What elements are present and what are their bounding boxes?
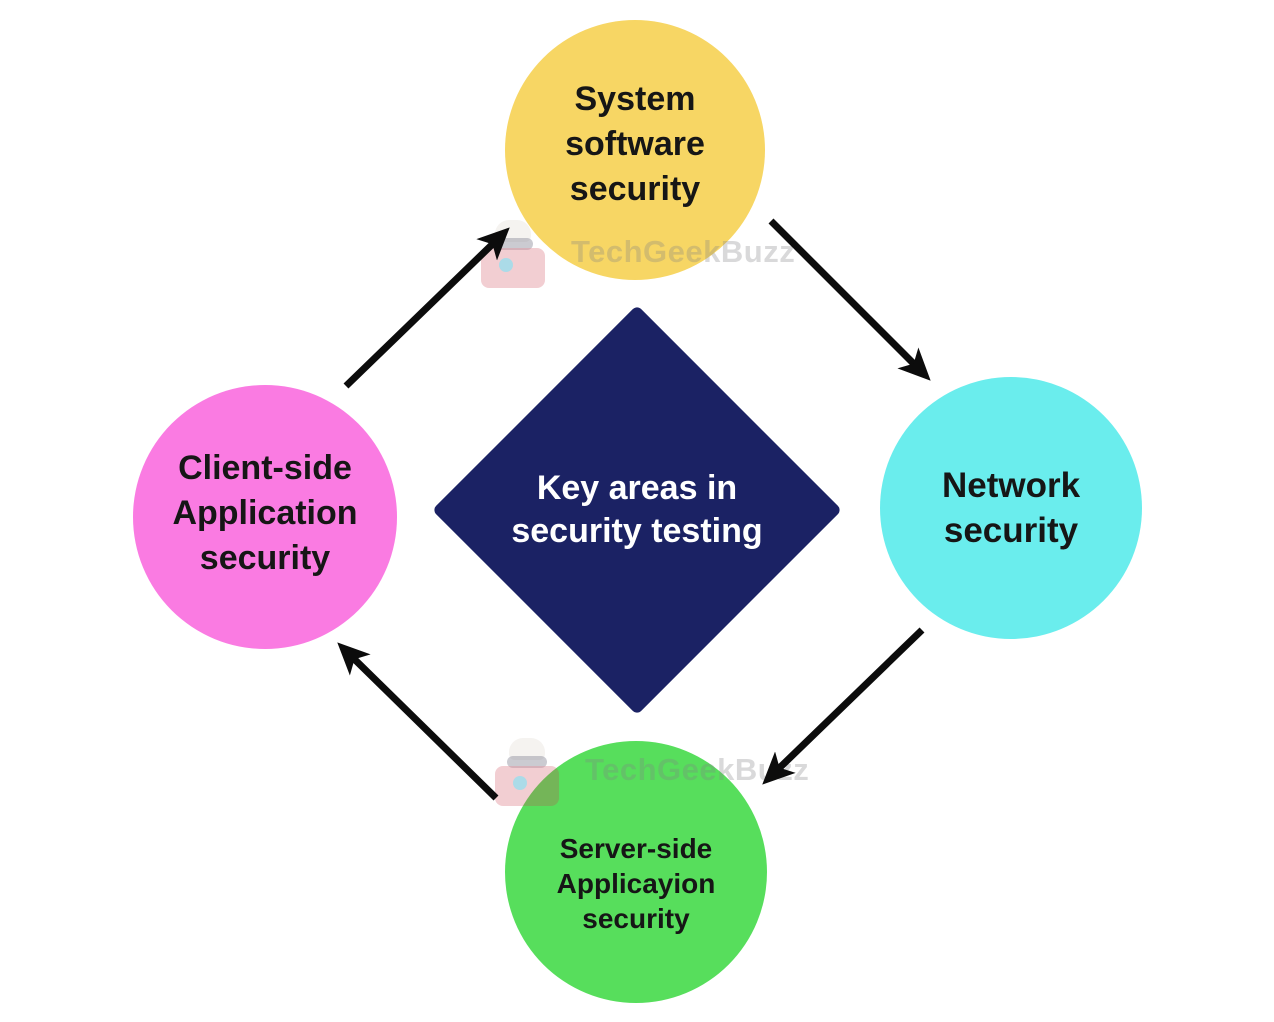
logo-band-shape — [507, 756, 547, 768]
node-label-system-software-security: System software security — [565, 79, 705, 208]
watermark-text: TechGeekBuzz — [571, 234, 796, 269]
node-client-side-application-security: Client-side Application security — [133, 385, 397, 649]
node-label-client-side-application-security: Client-side Application security — [172, 448, 358, 577]
techgeekbuzz-logo-icon — [495, 738, 559, 806]
node-system-software-security: System software security — [505, 20, 765, 280]
diagram-title: Key areas in security testing — [511, 469, 763, 550]
logo-hat-shape — [509, 738, 545, 760]
techgeekbuzz-logo-icon — [481, 220, 545, 288]
node-label-network-security: Network security — [941, 466, 1081, 550]
center-diamond: Key areas in security testing — [431, 304, 843, 716]
watermark-top: TechGeekBuzz — [481, 220, 795, 288]
node-label-server-side-application-security: Server-side Applicayion security — [556, 832, 716, 934]
logo-dot-shape — [499, 258, 513, 272]
node-server-side-application-security: Server-side Applicayion security — [505, 741, 767, 1003]
logo-dot-shape — [513, 776, 527, 790]
arrow-bottom-to-left-icon — [337, 642, 499, 801]
watermark-bottom: TechGeekBuzz — [495, 738, 809, 806]
logo-body-shape — [495, 766, 559, 806]
center-diamond-inner: Key areas in security testing — [492, 467, 782, 553]
logo-body-shape — [481, 248, 545, 288]
node-network-security: Network security — [880, 377, 1142, 639]
watermark-text: TechGeekBuzz — [585, 752, 810, 787]
